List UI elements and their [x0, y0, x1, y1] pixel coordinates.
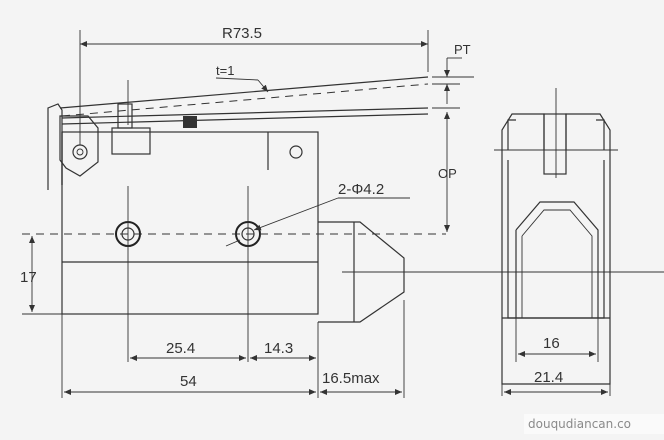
radius-label: R73.5 — [222, 25, 262, 42]
switch-body — [61, 131, 319, 315]
dim-25-4-label: 25.4 — [166, 340, 195, 357]
front-plunger-inner — [521, 209, 593, 318]
front-body — [501, 150, 611, 385]
h17-label: 17 — [20, 269, 37, 286]
lever-free-upper — [59, 76, 429, 109]
op-label: OP — [438, 166, 457, 181]
lever-operating-lower — [61, 113, 429, 125]
hinge-bracket — [47, 103, 63, 190]
dim-54-label: 54 — [180, 373, 197, 390]
front-lever-slot — [543, 113, 567, 175]
hole-callout-tail — [225, 239, 241, 247]
watermark-text: douqudiancan.co — [528, 417, 631, 431]
front-plunger-cap — [515, 201, 599, 318]
dim-16-5-label: 16.5max — [322, 370, 380, 387]
pt-label: PT — [454, 42, 471, 57]
dim-16-label: 16 — [543, 335, 560, 352]
lever-free-lower — [61, 83, 429, 117]
front-top-inner — [507, 119, 605, 150]
dim-21-4-label: 21.4 — [534, 369, 563, 386]
plunger-nose — [318, 221, 405, 323]
hole-callout-leader — [253, 197, 339, 231]
front-view: 16 21.4 — [494, 88, 618, 396]
lever-stop — [183, 116, 197, 128]
lever-hinge — [59, 115, 99, 177]
body-rivet — [289, 145, 303, 159]
thickness-underline — [215, 77, 259, 81]
thickness-leader — [257, 79, 269, 93]
watermark-bg — [524, 414, 664, 434]
side-view: t=1 2-Φ4.2 R73.5 PT OP — [20, 25, 664, 398]
dim-14-3-label: 14.3 — [264, 340, 293, 357]
hinge-pin-center — [76, 148, 84, 156]
thickness-label: t=1 — [216, 63, 234, 78]
hole-callout: 2-Φ4.2 — [338, 181, 384, 198]
lever-operating-upper — [61, 107, 429, 119]
hinge-pin — [72, 144, 88, 160]
